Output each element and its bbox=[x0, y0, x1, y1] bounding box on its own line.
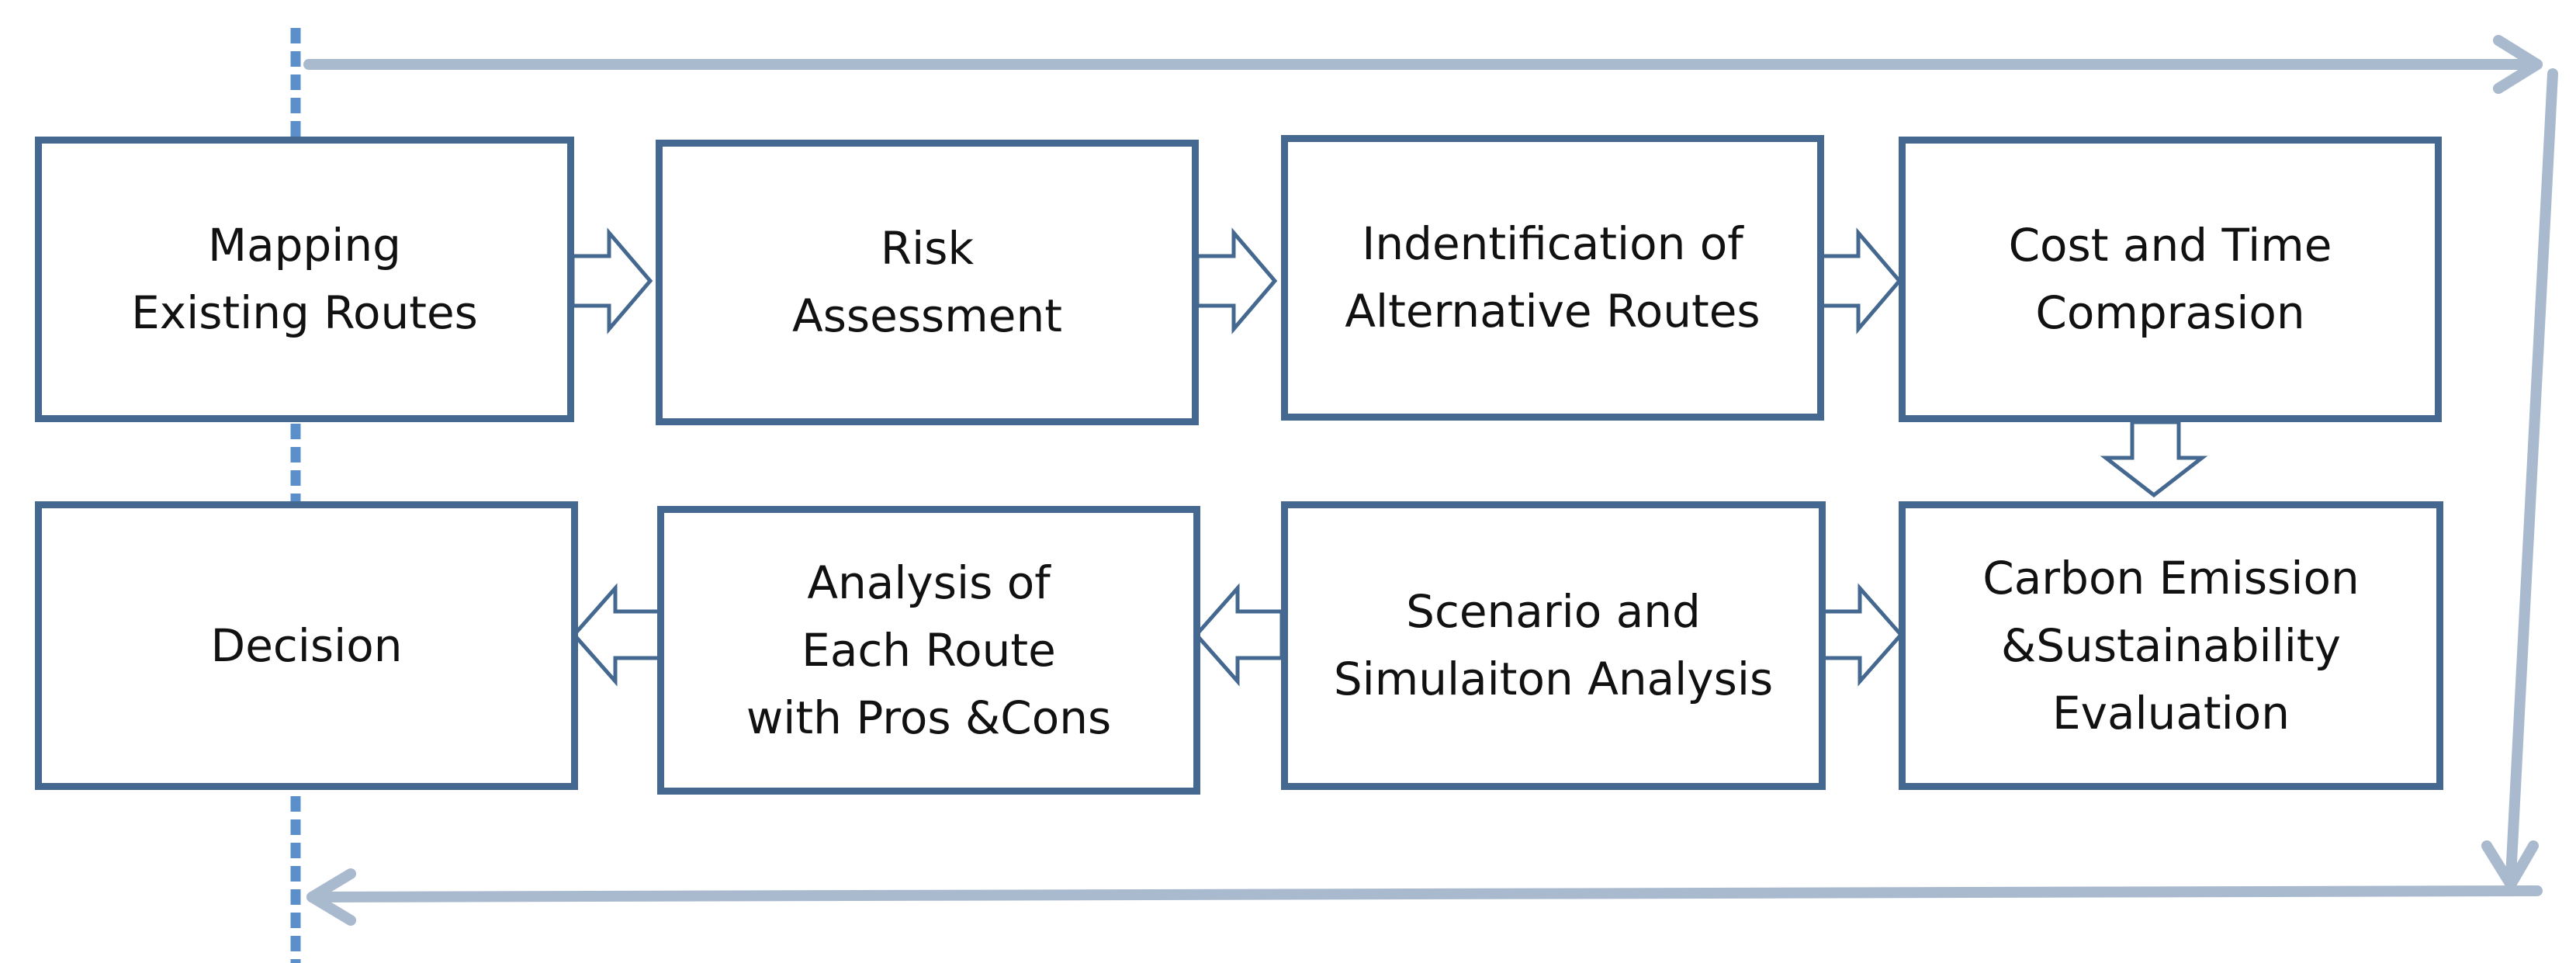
box-risk-label: Risk Assessment bbox=[792, 215, 1062, 350]
label-line: Existing Routes bbox=[131, 286, 478, 339]
label-line: Indentification of bbox=[1362, 217, 1743, 270]
label-line: Assessment bbox=[792, 289, 1062, 342]
label-line: Cost and Time bbox=[2008, 219, 2332, 272]
label-line: Risk bbox=[880, 222, 975, 275]
label-line: Alternative Routes bbox=[1345, 285, 1761, 338]
box-mapping-label: Mapping Existing Routes bbox=[131, 212, 478, 347]
arrow-analysis-to-decision bbox=[571, 583, 662, 687]
box-risk-assessment: Risk Assessment bbox=[656, 140, 1199, 425]
loop-bottom-arrowhead bbox=[306, 868, 356, 926]
feedback-loop bbox=[303, 35, 2558, 926]
box-identification-alternative-routes: Indentification of Alternative Routes bbox=[1281, 135, 1824, 421]
box-mapping-existing-routes: Mapping Existing Routes bbox=[35, 137, 574, 422]
label-line: Evaluation bbox=[2051, 686, 2290, 740]
label-line: Analysis of bbox=[807, 556, 1051, 609]
loop-bottom-line bbox=[306, 885, 2543, 902]
loop-right-line bbox=[2505, 68, 2558, 882]
label-line: Carbon Emission bbox=[1982, 551, 2360, 604]
box-analysis-each-route: Analysis of Each Route with Pros &Cons bbox=[657, 506, 1200, 795]
flow-arrows bbox=[570, 227, 2208, 687]
arrow-carbon-to-scenario bbox=[1812, 583, 1904, 687]
box-scenario-label: Scenario and Simulaiton Analysis bbox=[1334, 578, 1773, 713]
arrow-scenario-to-analysis bbox=[1193, 583, 1284, 687]
box-carbon-label: Carbon Emission &Sustainability Evaluati… bbox=[1982, 545, 2359, 747]
label-line: Comprasion bbox=[2035, 286, 2305, 339]
arrow-identification-to-cost bbox=[1819, 227, 1903, 334]
loop-top-arrowhead bbox=[2493, 35, 2543, 94]
label-line: Mapping bbox=[208, 219, 401, 272]
label-line: with Pros &Cons bbox=[746, 691, 1112, 744]
box-carbon-emission-sustainability: Carbon Emission &Sustainability Evaluati… bbox=[1899, 501, 2443, 790]
label-line: &Sustainability bbox=[2001, 618, 2341, 672]
box-cost-time-comparison: Cost and Time Comprasion bbox=[1899, 137, 2442, 422]
arrow-cost-to-carbon bbox=[2100, 420, 2208, 498]
loop-right-arrowhead bbox=[2481, 840, 2539, 890]
box-cost-time-label: Cost and Time Comprasion bbox=[2009, 212, 2332, 347]
label-line: Each Route bbox=[802, 623, 1056, 677]
box-identification-label: Indentification of Alternative Routes bbox=[1345, 210, 1760, 345]
box-analysis-label: Analysis of Each Route with Pros &Cons bbox=[746, 549, 1111, 752]
arrow-mapping-to-risk bbox=[570, 227, 653, 334]
arrow-risk-to-identification bbox=[1195, 227, 1278, 334]
box-decision: Decision bbox=[35, 501, 578, 790]
box-scenario-simulation-analysis: Scenario and Simulaiton Analysis bbox=[1281, 501, 1826, 790]
label-line: Decision bbox=[210, 618, 403, 672]
label-line: Scenario and bbox=[1406, 585, 1701, 638]
box-decision-label: Decision bbox=[211, 612, 403, 680]
label-line: Simulaiton Analysis bbox=[1333, 653, 1774, 705]
